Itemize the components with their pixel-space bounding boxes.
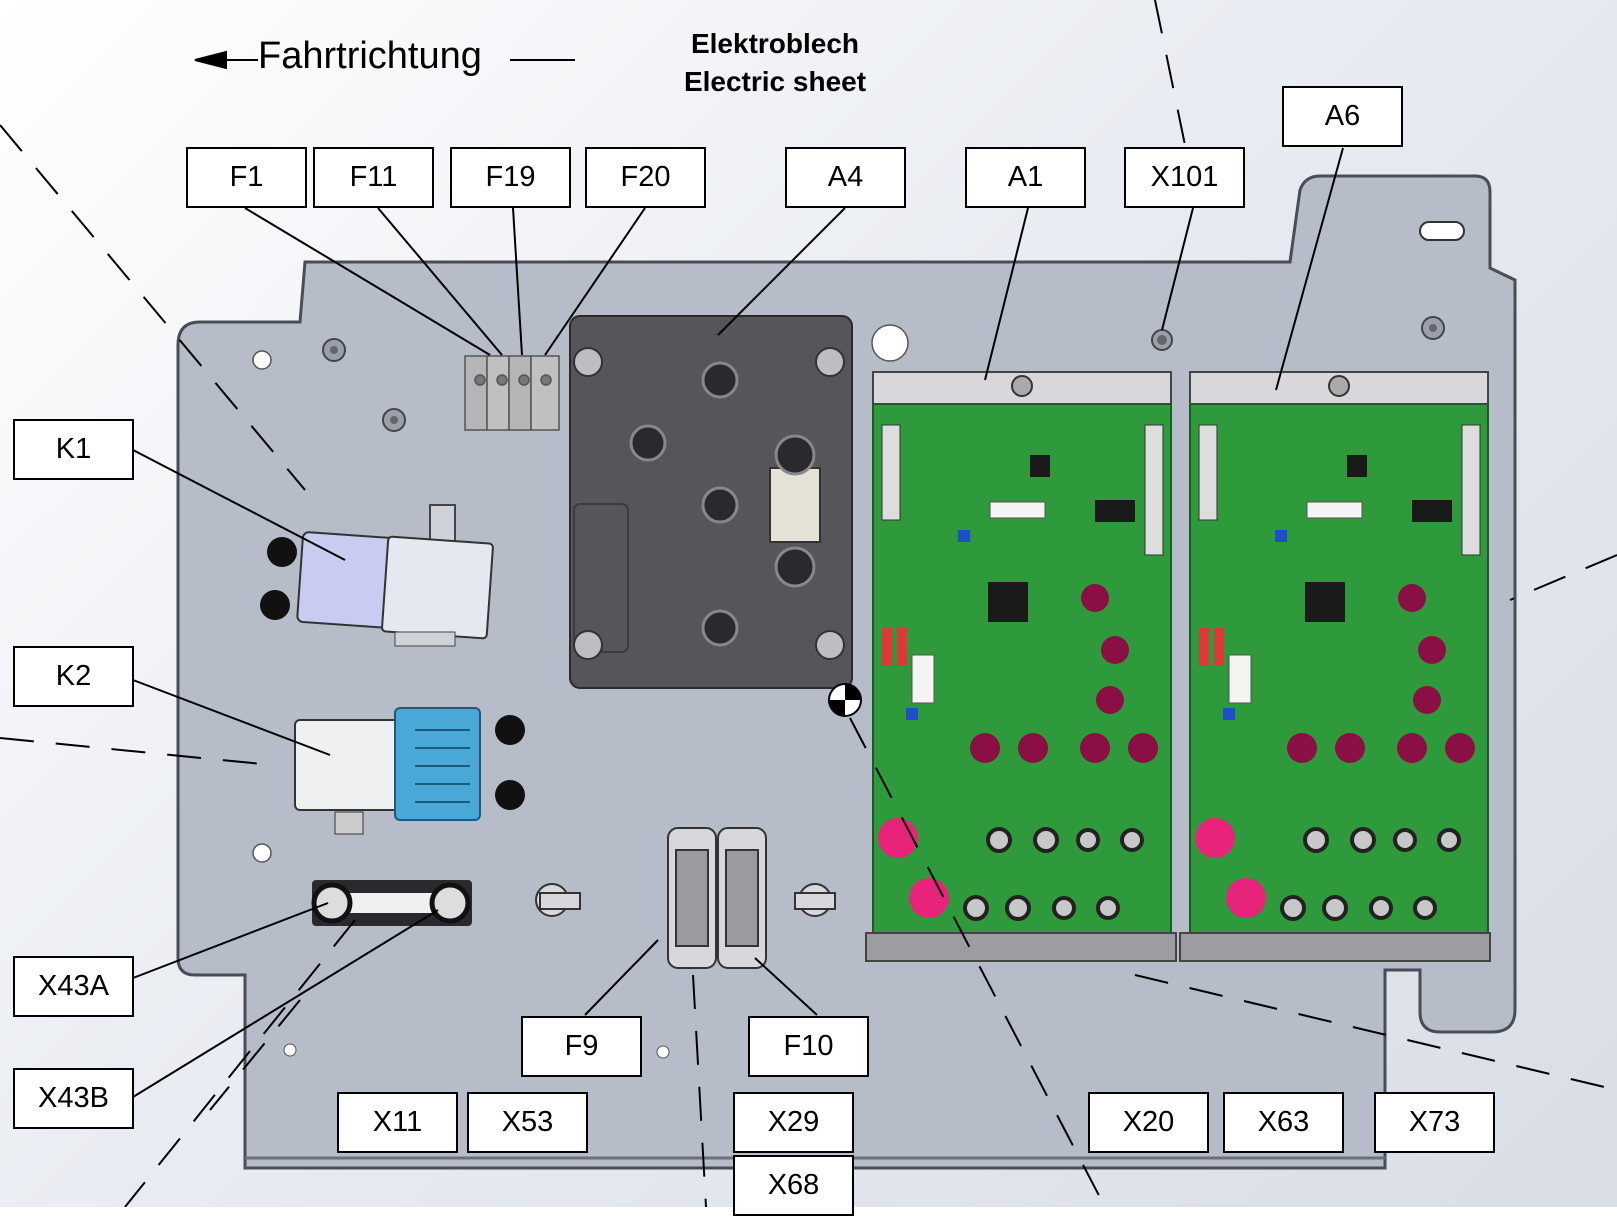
label-x73: X73 [1374, 1092, 1495, 1153]
label-x29: X29 [733, 1092, 854, 1153]
label-f1: F1 [186, 147, 307, 208]
label-f10: F10 [748, 1016, 869, 1077]
pcb-a1 [865, 371, 1177, 962]
direction-arrow [194, 50, 575, 70]
label-x43a: X43A [13, 956, 134, 1017]
label-f19: F19 [450, 147, 571, 208]
title-de: Elektroblech [690, 28, 860, 59]
contactor-k1 [260, 504, 494, 647]
driving-direction-label: Fahrtrichtung [258, 35, 482, 77]
center-of-gravity-marker [828, 683, 862, 717]
title-en: Electric sheet [683, 66, 867, 97]
label-x11: X11 [337, 1092, 458, 1153]
fuse-block [464, 355, 560, 431]
label-f9: F9 [521, 1016, 642, 1077]
label-k1: K1 [13, 419, 134, 480]
pcb-a6 [1179, 371, 1491, 962]
controller-box-a4 [569, 315, 853, 689]
leader-lines [132, 147, 1344, 1098]
fuse-holders-f9-f10 [667, 827, 767, 969]
label-a4: A4 [785, 147, 906, 208]
label-x53: X53 [467, 1092, 588, 1153]
label-k2: K2 [13, 646, 134, 707]
label-a6: A6 [1282, 86, 1403, 147]
label-x101: X101 [1124, 147, 1245, 208]
busbar-x43 [311, 880, 472, 926]
label-a1: A1 [965, 147, 1086, 208]
label-f20: F20 [585, 147, 706, 208]
label-f11: F11 [313, 147, 434, 208]
label-x63: X63 [1223, 1092, 1344, 1153]
label-x20: X20 [1088, 1092, 1209, 1153]
contactor-k2 [294, 707, 525, 835]
label-x43b: X43B [13, 1068, 134, 1129]
